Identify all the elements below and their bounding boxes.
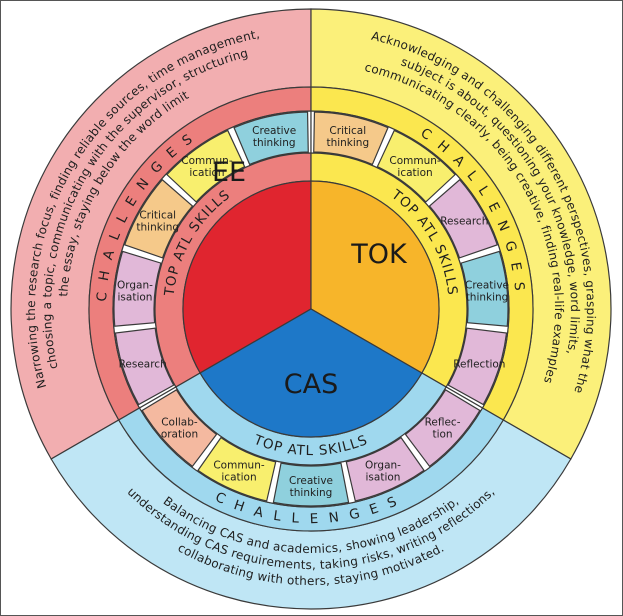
tok-skill-label: Commun-ication [389, 155, 441, 179]
cas-skill-label: Collab-oration [161, 416, 198, 440]
ee-core-sector [182, 180, 312, 374]
tok-skill-cell [376, 129, 456, 203]
ee-skill-cell [123, 178, 194, 259]
cas-skill-cell [404, 389, 481, 468]
ee-skill-cell [166, 129, 246, 203]
tok-skill-label: Reflection [453, 359, 505, 371]
tok-skill-label: Research [440, 216, 488, 228]
tok-skill-cell [447, 327, 508, 406]
ee-skill-label: Organ-isation [117, 279, 153, 303]
cas-skill-label: Commun-ication [213, 460, 265, 484]
tok-skill-cell [313, 111, 389, 166]
ee-core-label: EE [212, 157, 246, 188]
cas-skill-label: Organ-isation [365, 460, 401, 484]
tok-core-sector [310, 180, 440, 374]
cas-skill-label: Reflec-tion [425, 416, 461, 440]
cas-skill-cell [272, 462, 350, 507]
ee-skill-cell [114, 327, 175, 406]
cas-skill-cell [345, 436, 425, 502]
ee-skill-cell [113, 250, 162, 327]
sector-fills [10, 8, 612, 610]
ee-skill-label: Research [119, 359, 167, 371]
tok-skill-cell [460, 250, 509, 327]
ee-skill-cell [233, 111, 309, 166]
tok-skill-cell [428, 178, 499, 259]
tok-core-label: TOK [350, 239, 408, 270]
cas-core-label: CAS [284, 369, 338, 400]
ee-skill-label: Commun-ication [181, 155, 233, 179]
cas-core-sector [199, 308, 423, 438]
cas-skill-cell [141, 389, 218, 468]
cas-skill-cell [197, 436, 277, 502]
